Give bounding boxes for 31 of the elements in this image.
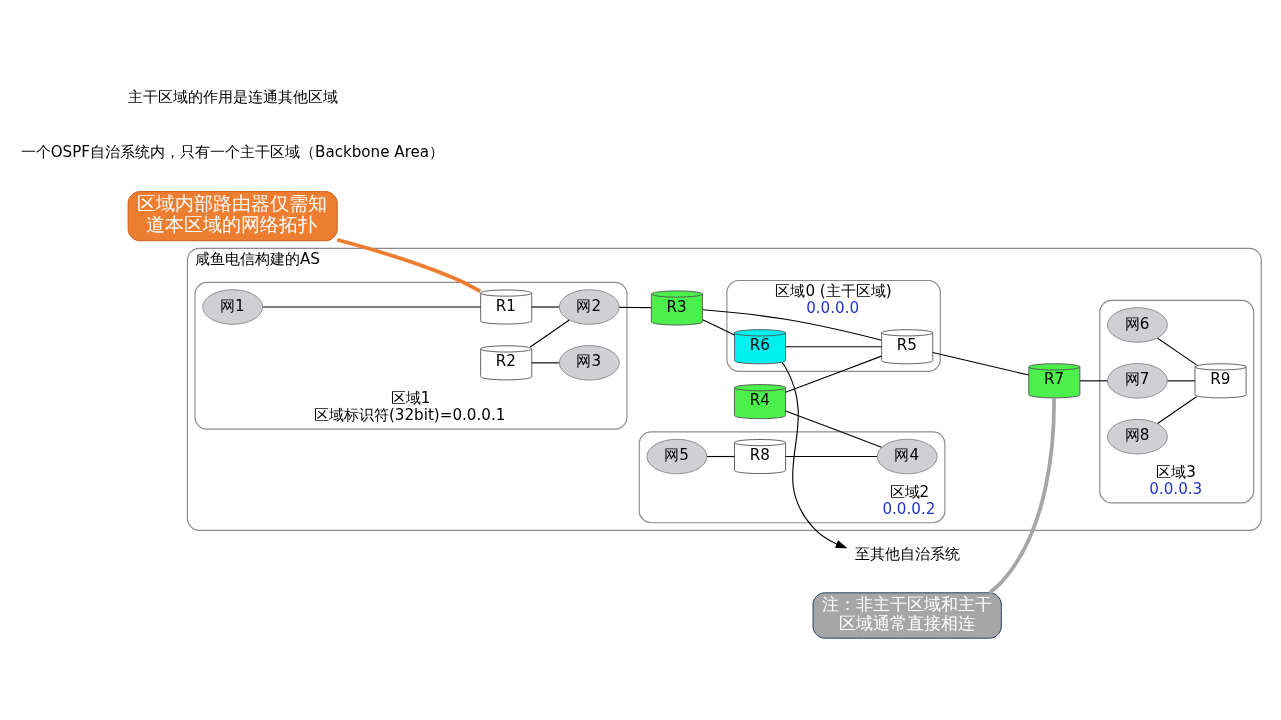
connector <box>1167 380 1196 382</box>
node-ellipse: 网6 <box>1107 307 1168 343</box>
label: 主干区域的作用是连通其他区域 <box>128 88 339 107</box>
connector <box>988 397 1056 595</box>
connector <box>702 319 735 336</box>
connector <box>336 237 482 294</box>
connector <box>785 410 883 448</box>
connector <box>785 355 883 393</box>
connector <box>1157 396 1197 424</box>
connector <box>706 455 735 458</box>
node-ellipse: 网4 <box>876 438 938 475</box>
node-ellipse: 网3 <box>558 345 620 381</box>
node-box: 区域内部路由器仅需知道本区域的网络拓扑 <box>127 191 338 242</box>
connector <box>1157 337 1197 366</box>
node-ellipse: 网2 <box>558 289 620 325</box>
connector <box>702 309 883 341</box>
connector <box>785 455 878 458</box>
node-box: 注：非主干区域和主干区域通常直接相连 <box>812 592 1002 639</box>
node-text: 至其他自治系统 <box>854 544 960 563</box>
connector <box>529 319 570 348</box>
connector <box>618 306 652 309</box>
arrow <box>781 362 848 549</box>
connector <box>1079 380 1108 382</box>
node-ellipse: 网8 <box>1107 418 1168 455</box>
connector <box>932 351 1030 376</box>
node-ellipse: 网1 <box>202 289 264 325</box>
node-ellipse: 网5 <box>646 438 708 475</box>
connector <box>531 362 560 364</box>
node-ellipse: 网7 <box>1107 363 1168 399</box>
label: 一个OSPF自治系统内，只有一个主干区域（Backbone Area） <box>20 143 445 162</box>
connector <box>785 346 883 348</box>
